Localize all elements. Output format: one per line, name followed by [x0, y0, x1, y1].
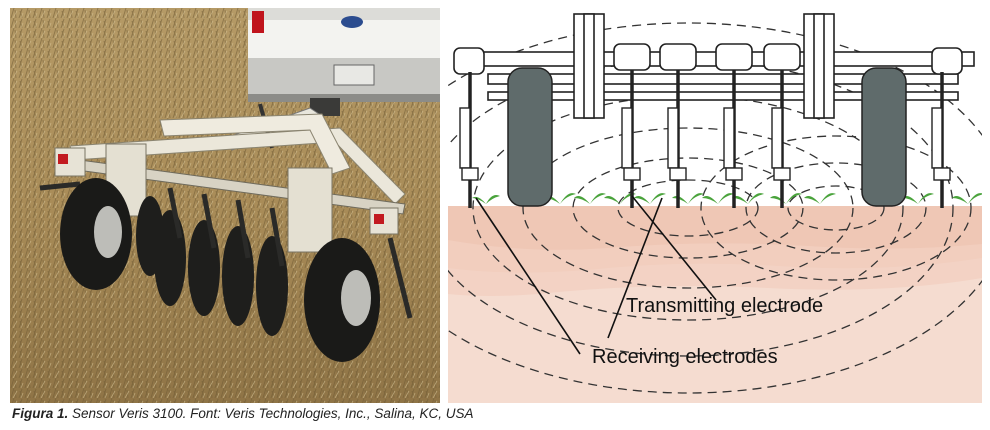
- caption-text: Sensor Veris 3100. Font: Veris Technolog…: [68, 406, 474, 421]
- electrode-springs: [459, 107, 951, 181]
- wheel-right: [304, 238, 380, 362]
- gauge-wheels: [507, 67, 907, 207]
- figure-caption: Figura 1. Sensor Veris 3100. Font: Veris…: [12, 406, 473, 421]
- plants: [472, 193, 982, 204]
- soil-layers: [448, 206, 982, 403]
- label-receiving-electrodes: Receiving electrodes: [592, 346, 778, 368]
- wheel-left: [60, 178, 132, 290]
- veris-sensor-photo: [10, 8, 440, 403]
- sensor-frame: [54, 113, 406, 253]
- electrode-diagram: Transmitting electrode Receiving electro…: [448, 8, 982, 403]
- caption-number: Figura 1.: [12, 406, 69, 421]
- cart-frame: [453, 13, 975, 119]
- label-transmitting-electrode: Transmitting electrode: [626, 295, 824, 317]
- pickup-truck: [248, 8, 440, 116]
- leader-lines: [475, 195, 717, 355]
